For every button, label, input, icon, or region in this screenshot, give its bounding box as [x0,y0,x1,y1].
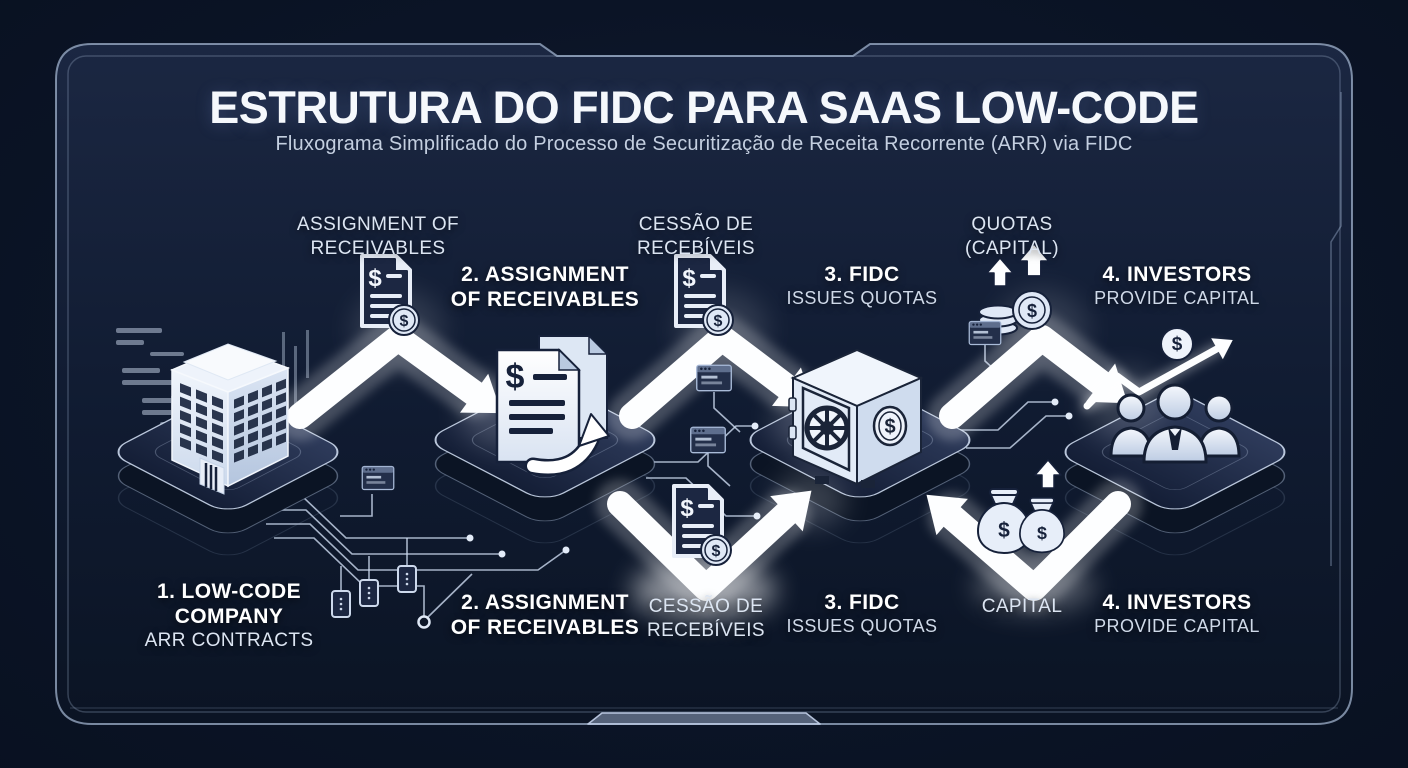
code-window-icon [361,465,395,491]
page-subtitle: Fluxograma Simplificado do Processo de S… [275,133,1133,155]
office-building-icon [170,343,291,495]
dollar-coin-icon [1160,327,1194,361]
invoice-dollar-coin-icon [674,254,735,337]
label-step3-top: 3. FIDC ISSUES QUOTAS [786,263,938,308]
contract-file-icon [397,565,417,593]
label-bottom-cessao: CESSÃO DE RECEBÍVEIS [646,596,766,641]
dollar-glyph: $ [884,416,895,438]
label-bottom-capital: CAPITAL [981,596,1063,617]
fidc-vault-icon: $ [788,348,924,488]
dollar-glyph: $ [1172,334,1183,355]
label-step4-bottom: 4. INVESTORS PROVIDE CAPITAL [1094,591,1260,636]
code-window-icon [968,320,1002,346]
page-title: ESTRUTURA DO FIDC PARA SAAS LOW-CODE [209,82,1199,133]
receivables-documents-icon: $ [495,334,610,476]
flow-arrow [275,313,502,441]
label-step4-top: 4. INVESTORS PROVIDE CAPITAL [1094,263,1260,308]
code-window-icon [696,364,732,392]
label-step2-bottom: 2. ASSIGNMENT OF RECEIVABLES [450,591,640,639]
investors-group-icon: $ [1109,327,1241,464]
label-step3-bottom: 3. FIDC ISSUES QUOTAS [786,591,938,636]
invoice-dollar-coin-icon [672,484,733,567]
dollar-glyph: $ [506,358,525,396]
frame-inner-border [67,55,1341,713]
contract-file-icon [359,579,379,607]
frame-right-accent [1330,92,1342,566]
flow-arrows [275,313,1233,613]
circuit-node [417,615,431,629]
tie-icon [1168,427,1182,450]
label-step2-top: 2. ASSIGNMENT OF RECEIVABLES [450,263,640,311]
flow-arrow [595,479,812,613]
label-step1-bottom: 1. LOW-CODE COMPANY ARR CONTRACTS [144,580,314,651]
growth-arrow-icon [1080,338,1233,413]
frame-bottom-tab [587,712,821,725]
label-top-cessao: CESSÃO DE RECEBÍVEIS [636,214,756,259]
label-top-quotas: QUOTAS (CAPITAL) [964,214,1060,259]
dollar-glyph: $ [1027,301,1037,321]
person-right-icon [1197,393,1241,458]
label-top-assignment: ASSIGNMENT OF RECEIVABLES [296,214,460,259]
invoice-dollar-coin-icon [360,254,421,337]
person-center-icon [1142,383,1208,464]
code-window-icon [690,426,726,454]
